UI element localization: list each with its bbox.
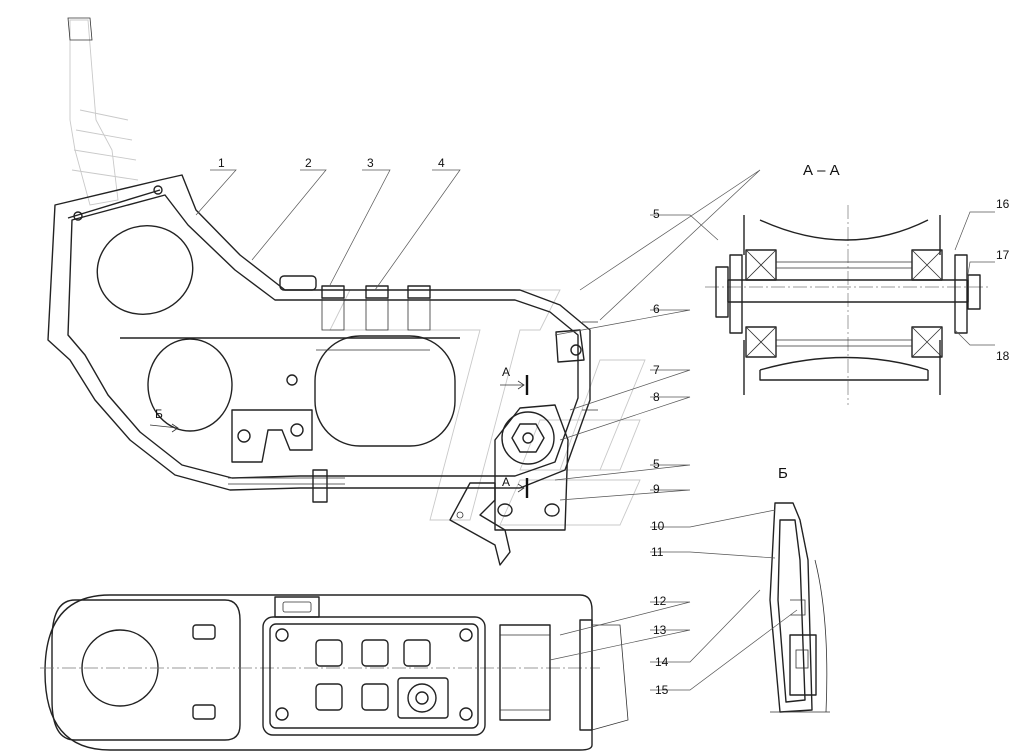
bearing-bottom-right [911, 326, 943, 358]
callout-14: 14 [655, 655, 669, 669]
callout-16: 16 [996, 197, 1010, 211]
section-a-marker: А А [500, 365, 529, 498]
callout-8: 8 [653, 390, 660, 404]
top-view [40, 594, 629, 751]
top-button [279, 275, 317, 291]
watermark-ghost [329, 289, 646, 526]
callout-4: 4 [438, 156, 445, 170]
section-marker-bottom: А [502, 475, 510, 489]
opening-center [314, 335, 456, 447]
lower-bracket [231, 374, 313, 463]
callout-17: 17 [996, 248, 1010, 262]
view-marker-label: Б [155, 407, 163, 421]
callout-2: 2 [305, 156, 312, 170]
joystick-handle [67, 17, 139, 206]
callout-7: 7 [653, 363, 660, 377]
bearing-top-right [911, 249, 943, 281]
main-side-view: А А Б [47, 17, 598, 566]
housing-inner [67, 194, 579, 479]
callout-13: 13 [653, 623, 667, 637]
callout-9: 9 [653, 482, 660, 496]
bottom-clamp [228, 469, 345, 503]
housing-outer [47, 174, 591, 491]
section-aa-title: А – А [803, 162, 840, 179]
view-b-title: Б [778, 465, 788, 482]
bearing-bottom-left [745, 326, 777, 358]
callout-6: 6 [653, 302, 660, 316]
view-b: Б [769, 465, 830, 713]
top-view-outline [44, 594, 593, 751]
callout-5-top: 5 [653, 207, 660, 221]
leader-lines [195, 169, 995, 691]
section-aa-view: А – А [705, 162, 990, 405]
callout-18: 18 [996, 349, 1010, 363]
callout-3: 3 [367, 156, 374, 170]
latch-lever [449, 482, 511, 566]
panel-buttons [315, 639, 431, 711]
callout-10: 10 [651, 519, 665, 533]
top-switch-row [316, 285, 431, 351]
callout-12: 12 [653, 594, 667, 608]
section-marker-top: А [502, 365, 510, 379]
pivot-plate [494, 404, 569, 531]
button-panel [262, 616, 486, 736]
callout-labels: 1 2 3 4 5 6 7 8 5 9 10 11 12 13 14 15 16… [218, 156, 1010, 697]
view-b-marker: Б [149, 407, 179, 433]
callout-15: 15 [655, 683, 669, 697]
callout-5-bottom: 5 [653, 457, 660, 471]
opening-upper [96, 225, 194, 315]
bearing-top-left [745, 249, 777, 281]
callout-11: 11 [651, 545, 664, 559]
opening-lower [147, 338, 233, 432]
callout-1: 1 [218, 156, 225, 170]
